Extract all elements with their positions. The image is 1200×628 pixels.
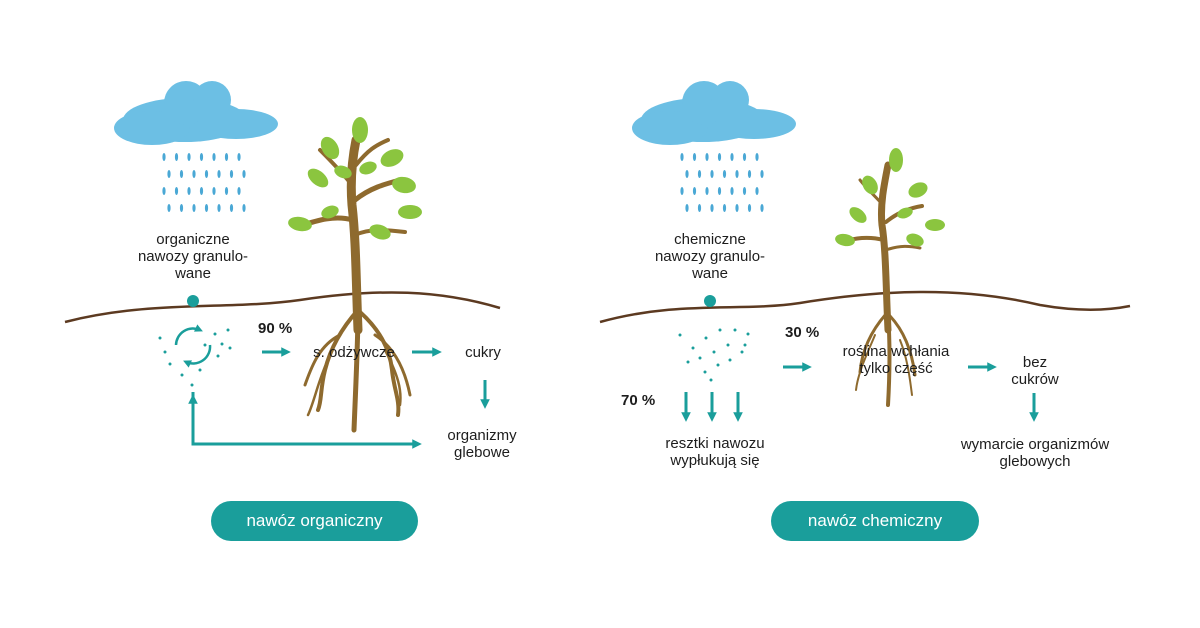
rain-drop [187,187,191,195]
granule-dot [704,295,716,307]
rain-drop [242,170,246,178]
rain-drop [735,204,739,212]
rain-drop [705,187,709,195]
cloud-icon [632,81,796,145]
rain-drop [179,204,184,212]
rain-drop [747,170,752,178]
chemical-panel [599,81,1131,422]
rain-drop [162,153,166,161]
rain-icon [680,153,764,212]
rain-drop [717,153,722,161]
rain-drop [730,187,734,195]
rain-drop [192,204,196,212]
organic-fertilizer-button[interactable]: nawóz organiczny [211,501,418,541]
rain-drop [697,170,702,178]
rain-drop [217,204,221,212]
rain-drop [174,187,179,195]
rain-drop [199,153,204,161]
recycle-icon [158,324,232,387]
rain-drop [237,187,241,195]
organic-panel [64,81,501,449]
organisms-label: organizmy glebowe [447,427,517,461]
rain-drop [204,204,209,212]
tree-icon [835,148,945,407]
rain-drop [212,187,216,195]
organisms-death-label: wymarcie organizmów glebowych [960,436,1110,470]
rain-drop [760,170,764,178]
arrows-organic [188,347,490,449]
percent-30: 30 % [785,324,820,341]
rain-drop [685,204,689,212]
rain-drop [692,187,697,195]
rain-drop [705,153,709,161]
rain-drop [722,204,727,212]
no-sugars-label: bez cukrów [1011,354,1059,388]
rain-drop [735,170,739,178]
rain-drop [229,170,234,178]
rain-drop [204,170,209,178]
rain-drop [717,187,722,195]
rain-drop [680,187,684,195]
residue-washout-label: resztki nawozu wypłukują się [665,435,765,469]
rain-drop [747,204,752,212]
rain-drop [242,204,246,212]
rain-drop [680,153,684,161]
rain-drop [167,204,171,212]
rain-drop [179,170,184,178]
rain-drop [730,153,734,161]
particles [678,328,750,382]
sugars-label: cukry [465,344,501,361]
rain-drop [167,170,171,178]
rain-drop [237,153,241,161]
plant-absorbs-label: roślina wchłania tylko część [842,343,950,377]
nutrients-label: s. odżywcze [313,344,395,361]
rain-drop [722,170,727,178]
rain-drop [217,170,221,178]
percent-90: 90 % [258,320,293,337]
rain-drop [710,170,714,178]
rain-drop [710,204,714,212]
rain-drop [742,187,747,195]
cloud-icon [114,81,278,145]
rain-drop [187,153,191,161]
rain-drop [174,153,179,161]
percent-70: 70 % [621,392,656,409]
rain-drop [212,153,216,161]
rain-drop [224,187,229,195]
rain-drop [697,204,702,212]
tree-icon [288,117,422,433]
rain-drop [760,204,764,212]
rain-drop [755,153,759,161]
rain-drop [742,153,747,161]
organic-source-label: organiczne nawozy granulo- wane [137,231,249,282]
rain-drop [192,170,196,178]
arrows-chemical [681,362,1039,422]
soil-line [64,291,501,324]
rain-drop [685,170,689,178]
chemical-source-label: chemiczne nawozy granulo- wane [654,231,766,282]
rain-drop [692,153,697,161]
granule-dot [187,295,199,307]
rain-drop [229,204,234,212]
soil-line [599,290,1131,324]
rain-drop [199,187,204,195]
rain-drop [755,187,759,195]
rain-drop [162,187,166,195]
rain-icon [162,153,246,212]
rain-drop [224,153,229,161]
chemical-fertilizer-button[interactable]: nawóz chemiczny [771,501,979,541]
